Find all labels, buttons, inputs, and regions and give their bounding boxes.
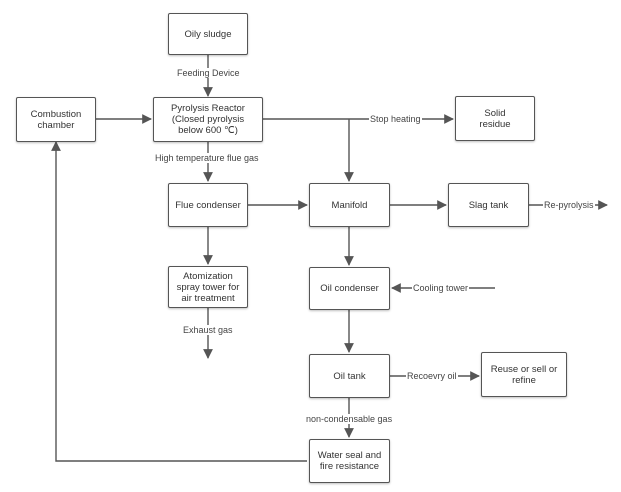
label-exhaust-gas: Exhaust gas (182, 325, 234, 335)
node-oil-tank: Oil tank (309, 354, 390, 398)
label-re-pyrolysis: Re-pyrolysis (543, 200, 595, 210)
label-non-condensable-gas: non-condensable gas (305, 414, 394, 424)
label-high-temp-flue-gas: High temperature flue gas (154, 153, 260, 163)
node-combustion-chamber: Combustion chamber (16, 97, 96, 142)
node-pyrolysis-reactor: Pyrolysis Reactor (Closed pyrolysis belo… (153, 97, 263, 142)
node-slag-tank: Slag tank (448, 183, 529, 227)
label-stop-heating: Stop heating (369, 114, 422, 124)
label-feeding-device: Feeding Device (176, 68, 241, 78)
node-atomization-tower: Atomization spray tower for air treatmen… (168, 266, 248, 308)
node-oil-condenser: Oil condenser (309, 267, 390, 310)
node-water-seal: Water seal and fire resistance (309, 439, 390, 483)
node-oily-sludge: Oily sludge (168, 13, 248, 55)
arrow-water-seal-to-combustion (51, 141, 307, 462)
node-reuse: Reuse or sell or refine (481, 352, 567, 397)
label-cooling-tower: Cooling tower (412, 283, 470, 293)
node-solid-residue: Solid residue (455, 96, 535, 141)
node-flue-condenser: Flue condenser (168, 183, 248, 227)
node-manifold: Manifold (309, 183, 390, 227)
label-recovery-oil: Recoevry oil (406, 371, 458, 381)
